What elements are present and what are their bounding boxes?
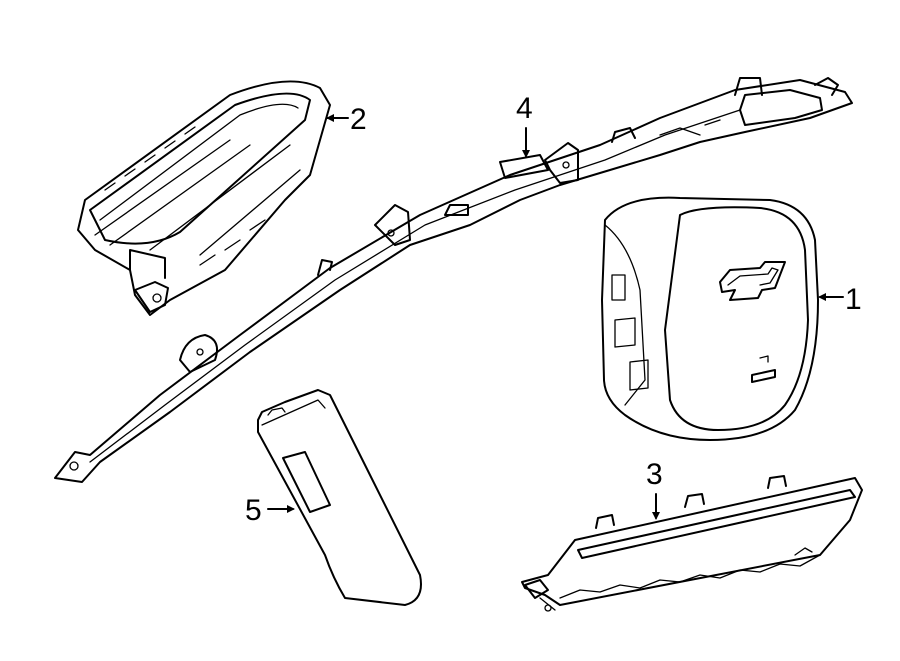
callout-2: 2: [326, 103, 367, 136]
callout-5-label: 5: [245, 494, 262, 527]
callout-3: 3: [646, 458, 663, 520]
part-5-side-airbag[interactable]: [257, 389, 422, 606]
part-1-driver-airbag[interactable]: [601, 196, 819, 441]
callout-1-label: 1: [845, 283, 862, 316]
callout-1: 1: [818, 283, 862, 316]
callout-3-label: 3: [646, 458, 663, 491]
part-4-curtain-airbag[interactable]: [54, 77, 853, 483]
callout-4-label: 4: [516, 92, 533, 125]
part-2-passenger-airbag[interactable]: [77, 80, 331, 316]
callout-5: 5: [245, 494, 295, 527]
part-3-knee-airbag[interactable]: [521, 475, 863, 612]
callout-4: 4: [516, 92, 533, 158]
callout-2-label: 2: [350, 103, 367, 136]
